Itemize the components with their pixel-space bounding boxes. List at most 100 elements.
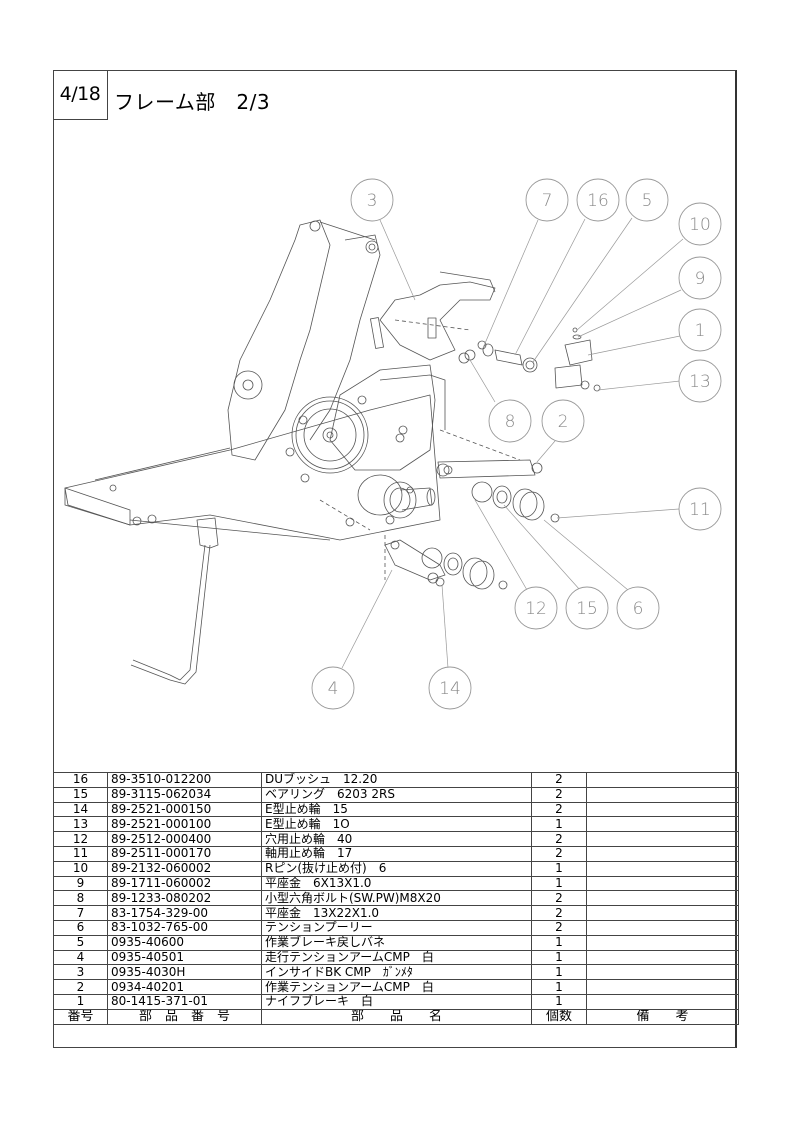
row-part-name: E型止め輪 15 [261, 801, 532, 818]
row-part-name: 作業テンションアームCMP 白 [261, 979, 532, 995]
row-no: 5 [53, 934, 108, 951]
row-part-number: 0935-4030H [107, 964, 262, 981]
callout-label: 16 [587, 191, 609, 211]
row-qty: 2 [531, 772, 587, 788]
callout-2: 2 [541, 399, 585, 443]
row-part-number: 0935-40600 [107, 934, 262, 951]
row-part-name: 穴用止め輪 40 [261, 831, 532, 847]
callout-10: 10 [678, 202, 722, 246]
row-qty: 1 [531, 949, 587, 966]
row-part-number: 89-2521-000150 [107, 801, 262, 818]
row-remarks [586, 890, 739, 907]
callout-3: 3 [350, 178, 394, 222]
row-remarks [586, 993, 739, 1010]
row-part-name: 軸用止め輪 17 [261, 845, 532, 862]
row-no: 8 [53, 890, 108, 907]
row-no: 15 [53, 786, 108, 803]
callout-label: 10 [689, 215, 711, 235]
header-qty: 個数 [531, 1008, 587, 1025]
callout-label: 4 [328, 679, 339, 699]
row-qty: 2 [531, 890, 587, 907]
row-qty: 2 [531, 786, 587, 803]
row-no: 12 [53, 831, 108, 847]
callout-13: 13 [678, 359, 722, 403]
row-part-number: 89-2512-000400 [107, 831, 262, 847]
callout-label: 14 [439, 679, 461, 699]
row-part-number: 89-3115-062034 [107, 786, 262, 803]
callout-12: 12 [514, 586, 558, 630]
row-qty: 1 [531, 979, 587, 995]
row-remarks [586, 786, 739, 803]
callout-label: 9 [695, 269, 706, 289]
row-part-number: 83-1032-765-00 [107, 919, 262, 936]
row-part-number: 89-2521-000100 [107, 816, 262, 833]
callout-label: 2 [558, 412, 569, 432]
header-no: 番号 [53, 1008, 108, 1025]
callout-9: 9 [678, 256, 722, 300]
row-qty: 1 [531, 875, 587, 892]
row-part-number: 83-1754-329-00 [107, 905, 262, 921]
row-qty: 2 [531, 919, 587, 936]
row-part-number: 80-1415-371-01 [107, 993, 262, 1010]
callout-label: 8 [505, 412, 516, 432]
row-no: 10 [53, 860, 108, 877]
callout-label: 15 [576, 599, 598, 619]
row-part-name: 走行テンションアームCMP 白 [261, 949, 532, 966]
header-remarks: 備 考 [586, 1008, 739, 1025]
callout-label: 13 [689, 372, 711, 392]
row-remarks [586, 905, 739, 921]
callout-5: 5 [625, 178, 669, 222]
row-remarks [586, 772, 739, 788]
row-no: 14 [53, 801, 108, 818]
callout-label: 5 [642, 191, 653, 211]
row-part-name: E型止め輪 1O [261, 816, 532, 833]
callout-4: 4 [311, 666, 355, 710]
page-title: フレーム部 2/3 [114, 90, 271, 114]
row-remarks [586, 964, 739, 981]
row-remarks [586, 979, 739, 995]
row-part-name: ベアリング 6203 2RS [261, 786, 532, 803]
row-part-number: 89-1233-080202 [107, 890, 262, 907]
row-remarks [586, 875, 739, 892]
row-part-name: テンションプーリー [261, 919, 532, 936]
row-qty: 1 [531, 964, 587, 981]
callout-14: 14 [428, 666, 472, 710]
row-qty: 1 [531, 993, 587, 1010]
row-no: 13 [53, 816, 108, 833]
row-no: 1 [53, 993, 108, 1010]
callout-label: 7 [542, 191, 553, 211]
row-no: 16 [53, 772, 108, 788]
row-qty: 1 [531, 934, 587, 951]
row-remarks [586, 845, 739, 862]
callout-label: 11 [689, 500, 711, 520]
row-qty: 1 [531, 860, 587, 877]
row-no: 4 [53, 949, 108, 966]
callout-8: 8 [488, 399, 532, 443]
table-header-row: 番号 部 品 番 号 部 品 名 個数 備 考 [53, 1008, 739, 1025]
row-no: 9 [53, 875, 108, 892]
row-part-number: 0934-40201 [107, 979, 262, 995]
row-part-name: インサイドBK CMP ｶﾞﾝﾒﾀ [261, 964, 532, 981]
row-part-name: ナイフブレーキ 白 [261, 993, 532, 1010]
callout-6: 6 [616, 586, 660, 630]
row-remarks [586, 860, 739, 877]
row-qty: 2 [531, 801, 587, 818]
row-part-number: 89-3510-012200 [107, 772, 262, 788]
row-part-number: 0935-40501 [107, 949, 262, 966]
header-part-number: 部 品 番 号 [107, 1008, 262, 1025]
header-part-name: 部 品 名 [261, 1008, 532, 1025]
callout-label: 3 [367, 191, 378, 211]
row-remarks [586, 816, 739, 833]
row-part-name: 作業ブレーキ戻しバネ [261, 934, 532, 951]
